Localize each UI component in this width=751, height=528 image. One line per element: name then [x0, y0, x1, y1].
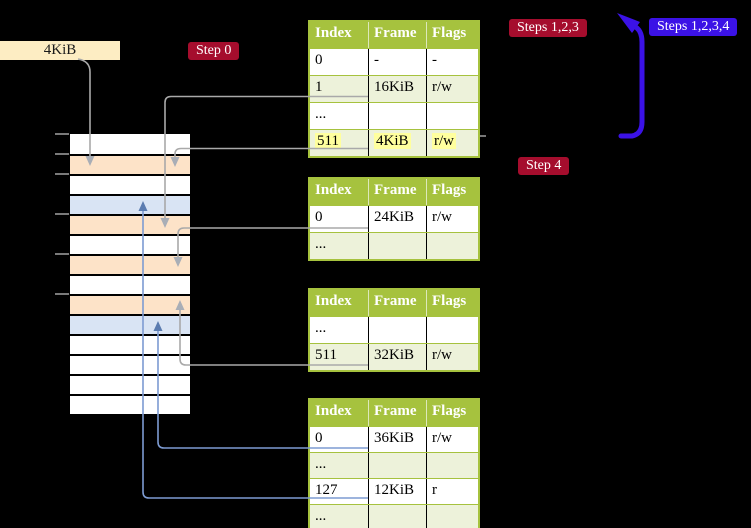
page-table-3-header-frame: Frame: [368, 290, 426, 316]
page-table-2-row-1-cell-2: [426, 233, 478, 259]
page-table-4-row-3-cell-0: ...: [315, 508, 327, 524]
page-table-4-row-0-cell-2: r/w: [426, 427, 478, 452]
page-table-1-header-frame: Frame: [368, 22, 426, 48]
page-table-3-row-0: ...: [310, 316, 478, 343]
page-table-4-row-3-cell-1: [368, 505, 426, 528]
memory-row-13-free: [70, 394, 190, 414]
memory-row-6-mapped: [70, 254, 190, 274]
page-table-4-row-1-cell-2: [426, 453, 478, 478]
big-steps-arrow: [617, 13, 645, 139]
memory-row-10-free: [70, 334, 190, 354]
page-table-4-header-flags: Flags: [426, 400, 478, 426]
page-table-4-row-3: ...: [310, 504, 478, 528]
memory-row-12-free: [70, 374, 190, 394]
memory-row-7-free: [70, 274, 190, 294]
page-table-4-row-2-cell-0: 127: [315, 482, 338, 498]
page-table-4-row-3-cell-2: [426, 505, 478, 528]
badge-steps-1-2-3-4: Steps 1,2,3,4: [649, 18, 738, 36]
memory-row-8-mapped: [70, 294, 190, 314]
page-table-2-row-1-cell-0: ...: [315, 236, 327, 252]
page-table-4-row-0-cell-0: 0: [315, 430, 323, 446]
page-table-4-row-1-cell-1: [368, 453, 426, 478]
page-table-1-row-1-cell-2: r/w: [426, 76, 478, 102]
page-table-2-row-0-cell-0: 0: [315, 209, 323, 225]
page-table-4-row-1-cell-0: ...: [315, 456, 327, 472]
memory-row-11-free: [70, 354, 190, 374]
page-table-1-row-1-cell-1: 16KiB: [368, 76, 426, 102]
page-table-3-row-0-cell-0: ...: [315, 320, 327, 336]
page-table-1-header-index: Index: [315, 25, 352, 41]
page-table-4-row-2-cell-1: 12KiB: [368, 479, 426, 504]
page-table-1-row-0-cell-2: -: [426, 49, 478, 75]
page-table-2-header-frame: Frame: [368, 179, 426, 205]
page-table-4-row-1: ...: [310, 452, 478, 478]
page-table-1-row-1-cell-0: 1: [315, 79, 323, 95]
page-table-4-row-2-cell-2: r: [426, 479, 478, 504]
page-table-3-row-0-cell-1: [368, 317, 426, 343]
page-table-1-row-2-cell-0: ...: [315, 106, 327, 122]
page-table-2-row-1-cell-1: [368, 233, 426, 259]
memory-row-4-mapped: [70, 214, 190, 234]
badge-step-4: Step 4: [518, 157, 570, 175]
page-table-2-row-0-cell-1: 24KiB: [368, 206, 426, 232]
page-table-2-row-0-cell-2: r/w: [426, 206, 478, 232]
page-table-3-header-flags: Flags: [426, 290, 478, 316]
page-table-1-row-3-cell-1: 4KiB: [368, 130, 426, 156]
page-table-3-row-1-cell-2: r/w: [426, 344, 478, 370]
memory-row-0-free: [70, 134, 190, 154]
page-table-1-row-0-cell-1: -: [368, 49, 426, 75]
page-table-1-row-3-cell-0: 511: [310, 130, 368, 156]
page-table-1-row-2: ...: [310, 102, 478, 129]
page-table-1-row-3: 511 4KiB r/w: [310, 129, 478, 156]
badge-step-0: Step 0: [188, 42, 240, 60]
page-table-1-row-0-cell-0: 0: [315, 52, 323, 68]
big-steps-arrow-shaft: [618, 23, 645, 139]
page-table-2-header-flags: Flags: [426, 179, 478, 205]
highlighted-value: r/w: [432, 133, 456, 149]
highlighted-value: 511: [315, 133, 341, 149]
memory-row-1-mapped: [70, 154, 190, 174]
page-size-box: 4KiB: [0, 41, 120, 60]
memory-row-9-target: [70, 314, 190, 334]
highlighted-value: 4KiB: [374, 133, 411, 149]
page-table-4-header-frame: Frame: [368, 400, 426, 426]
memory-row-5-free: [70, 234, 190, 254]
page-table-1-row-3-cell-2: r/w: [426, 130, 478, 156]
memory-row-2-free: [70, 174, 190, 194]
page-table-4-row-0-cell-1: 36KiB: [368, 427, 426, 452]
page-table-3-header-index: Index: [315, 293, 352, 309]
page-table-3-row-0-cell-2: [426, 317, 478, 343]
memory-row-3-target: [70, 194, 190, 214]
page-table-1-row-2-cell-2: [426, 103, 478, 129]
memory-column: [68, 132, 192, 416]
badge-steps-1-2-3: Steps 1,2,3: [509, 19, 587, 37]
page-table-1-row-2-cell-1: [368, 103, 426, 129]
page-table-3-row-1-cell-1: 32KiB: [368, 344, 426, 370]
page-table-1-header-flags: Flags: [426, 22, 478, 48]
page-table-2-header-index: Index: [315, 182, 352, 198]
page-table-1-row-0: 0 --: [310, 48, 478, 75]
memory-tick-marks: [55, 133, 69, 295]
page-table-3-row-1-cell-0: 511: [315, 347, 337, 363]
page-table-2-row-1: ...: [310, 232, 478, 259]
big-steps-arrowhead: [617, 13, 640, 33]
page-table-4-header-index: Index: [315, 403, 352, 419]
